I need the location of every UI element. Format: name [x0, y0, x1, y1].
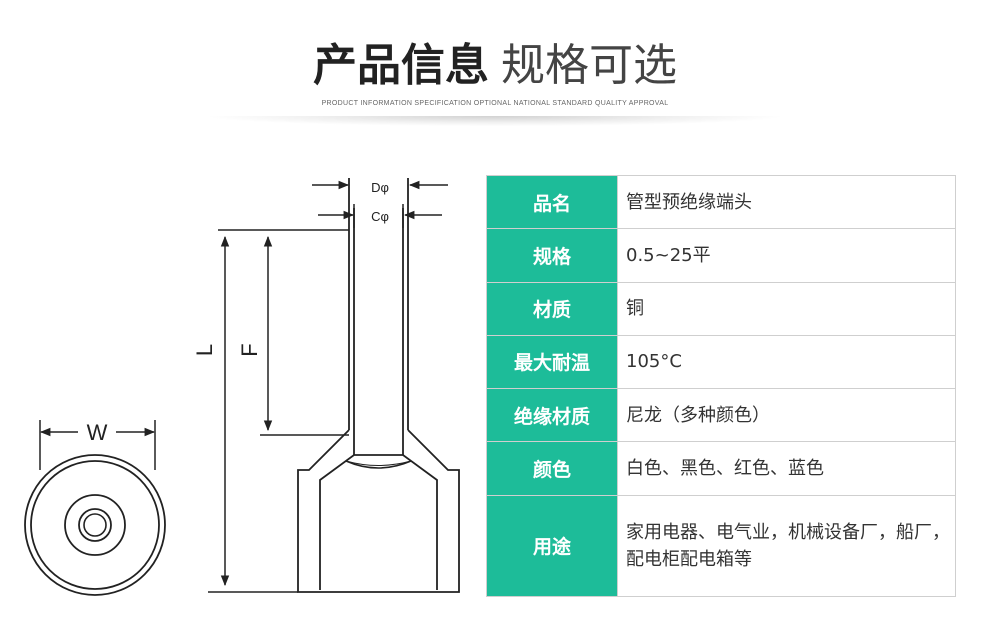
- spec-key: 绝缘材质: [486, 388, 618, 443]
- collar-lip: [345, 460, 412, 469]
- outer-ring: [24, 454, 166, 596]
- spec-row: 绝缘材质 尼龙（多种颜色）: [486, 388, 956, 443]
- spec-value: 0.5~25平: [617, 228, 956, 283]
- insulation-collar-outer: [297, 429, 460, 593]
- middle-ring: [64, 494, 126, 556]
- spec-value: 105°C: [617, 334, 956, 390]
- spec-row: 用途 家用电器、电气业，机械设备厂，船厂，配电柜配电箱等: [486, 494, 956, 598]
- spec-key: 用途: [486, 494, 618, 598]
- spec-row: 规格 0.5~25平: [486, 228, 956, 283]
- insulation-collar-inner: [319, 454, 438, 590]
- spec-row: 颜色 白色、黑色、红色、蓝色: [486, 441, 956, 496]
- title-secondary: 规格可选: [501, 40, 677, 91]
- spec-key: 最大耐温: [486, 334, 618, 390]
- spec-table: 品名 管型预绝缘端头 规格 0.5~25平 材质 铜 最大耐温 105°C 绝缘…: [486, 174, 956, 598]
- c-label: Cφ: [371, 209, 389, 224]
- spec-row: 品名 管型预绝缘端头: [486, 174, 956, 230]
- collar-lip-inner: [345, 460, 412, 466]
- spec-value: 家用电器、电气业，机械设备厂，船厂，配电柜配电箱等: [617, 494, 956, 598]
- header-divider-shadow: [210, 116, 780, 126]
- side-view: Dφ Cφ L F: [192, 178, 460, 593]
- page-header: 产品信息规格可选 PRODUCT INFORMATION SPECIFICATI…: [0, 36, 990, 107]
- spec-value: 白色、黑色、红色、蓝色: [617, 441, 956, 496]
- page-title: 产品信息规格可选: [0, 36, 990, 96]
- tube-ring: [78, 508, 112, 542]
- page-subtitle: PRODUCT INFORMATION SPECIFICATION OPTION…: [321, 100, 669, 107]
- outer-ring-inner: [30, 460, 160, 590]
- w-label: W: [87, 420, 108, 445]
- spec-key: 规格: [486, 228, 618, 283]
- tube-bore: [83, 513, 107, 537]
- title-main: 产品信息: [313, 40, 489, 91]
- spec-key: 品名: [486, 174, 618, 230]
- f-label: F: [237, 343, 262, 356]
- d-label: Dφ: [371, 180, 389, 195]
- spec-value: 尼龙（多种颜色）: [617, 388, 956, 443]
- spec-key: 材质: [486, 281, 618, 336]
- spec-row: 最大耐温 105°C: [486, 334, 956, 390]
- spec-key: 颜色: [486, 441, 618, 496]
- spec-value: 管型预绝缘端头: [617, 174, 956, 230]
- spec-row: 材质 铜: [486, 281, 956, 336]
- l-label: L: [192, 344, 217, 356]
- spec-value: 铜: [617, 281, 956, 336]
- cross-section-view: W: [24, 420, 166, 596]
